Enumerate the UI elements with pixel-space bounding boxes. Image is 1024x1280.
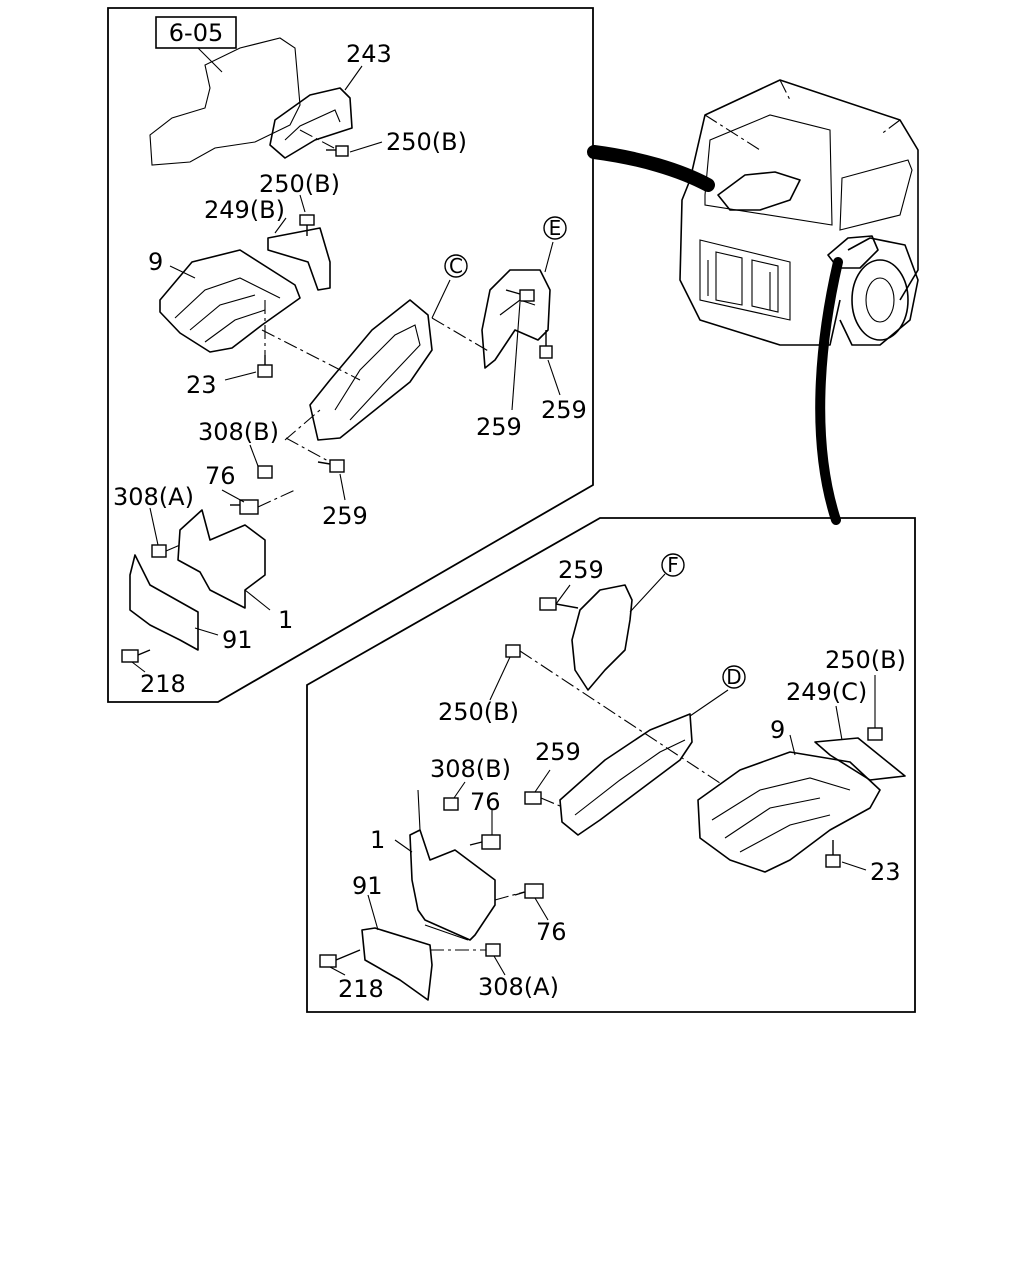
plate-91-upper — [129, 554, 199, 651]
label-218-lower: 218 — [338, 975, 384, 1003]
label-259-upper-3: 259 — [322, 502, 368, 530]
bolt-218-upper — [121, 649, 151, 663]
bracket-1-upper — [177, 509, 266, 609]
label-218-upper: 218 — [140, 670, 186, 698]
truck-cab-illustration — [679, 79, 919, 346]
bolt-23-upper — [257, 355, 273, 378]
plate-249b — [267, 227, 331, 291]
section-ref-label: 6-05 — [169, 19, 223, 47]
connector-arrow-lower — [815, 257, 843, 525]
label-250b-lower-right: 250(B) — [825, 646, 906, 674]
label-76-upper: 76 — [205, 462, 236, 490]
label-250b-lower-left: 250(B) — [438, 698, 519, 726]
svg-text:C: C — [449, 254, 463, 278]
label-308b-upper: 308(B) — [198, 418, 279, 446]
bolt-250b-upper-right — [326, 145, 349, 157]
label-1-lower: 1 — [370, 826, 385, 854]
bolt-308b-lower — [443, 797, 459, 811]
bracket-1-lower — [409, 829, 496, 941]
label-23-upper: 23 — [186, 371, 217, 399]
lower-frame — [306, 517, 916, 1013]
label-9-lower: 9 — [770, 716, 785, 744]
label-249b: 249(B) — [204, 196, 285, 224]
label-91-lower: 91 — [352, 872, 383, 900]
bolt-76-lower-1 — [469, 834, 501, 850]
label-259-upper-2: 259 — [476, 413, 522, 441]
label-76-lower-2: 76 — [536, 918, 567, 946]
bolt-259-upper-2 — [505, 289, 535, 302]
circle-ref-f-lower[interactable]: F — [661, 553, 685, 577]
bolt-76-lower-2 — [514, 883, 544, 899]
plate-91-lower — [361, 927, 433, 1001]
label-249c: 249(C) — [786, 678, 867, 706]
label-76-lower-1: 76 — [470, 788, 501, 816]
section-ref-box[interactable]: 6-05 — [155, 16, 237, 49]
bolt-308b-upper — [257, 465, 273, 479]
bolt-250b-lower-left — [505, 644, 521, 658]
label-1-upper: 1 — [278, 606, 293, 634]
label-23-lower: 23 — [870, 858, 901, 886]
label-308a-upper: 308(A) — [113, 483, 194, 511]
svg-text:E: E — [549, 216, 562, 240]
upper-frame — [107, 7, 594, 703]
bolt-259-upper-1 — [539, 330, 553, 359]
svg-text:D: D — [726, 665, 741, 689]
cover-9-upper — [159, 249, 301, 353]
bolt-218-lower — [319, 949, 361, 968]
cover-9-lower — [697, 751, 881, 873]
svg-text:F: F — [667, 553, 679, 577]
circle-ref-d-lower[interactable]: D — [722, 665, 746, 689]
bracket-d-lower — [559, 713, 693, 836]
label-259-lower-2: 259 — [535, 738, 581, 766]
circle-ref-e-upper[interactable]: E — [543, 216, 567, 240]
bolt-23-lower — [825, 840, 841, 868]
bolt-250b-upper-left — [299, 214, 315, 236]
circle-ref-c-upper[interactable]: C — [444, 254, 468, 278]
label-243: 243 — [346, 40, 392, 68]
label-308a-lower: 308(A) — [478, 973, 559, 1001]
connector-arrow-upper — [587, 145, 715, 192]
bolt-250b-lower-right — [867, 727, 883, 741]
lower-view: F D 259 250(B) 249(C) 250(B) 9 259 308(B… — [306, 517, 916, 1013]
bracket-243 — [269, 87, 353, 159]
label-250b-upper-right: 250(B) — [386, 128, 467, 156]
label-9-upper: 9 — [148, 248, 163, 276]
label-259-lower-1: 259 — [558, 556, 604, 584]
bolt-76-upper — [230, 499, 259, 515]
label-308b-lower: 308(B) — [430, 755, 511, 783]
label-91-upper: 91 — [222, 626, 253, 654]
bracket-c-upper — [309, 299, 433, 441]
bolt-308a-lower — [485, 943, 501, 957]
upper-view: 6-05 — [107, 7, 594, 703]
label-259-upper-1: 259 — [541, 396, 587, 424]
bolt-308a-upper — [151, 544, 167, 558]
label-250b-upper-left: 250(B) — [259, 170, 340, 198]
bolt-259-lower-2 — [524, 791, 542, 805]
ghost-cover-part — [149, 37, 301, 166]
bracket-e-upper — [481, 269, 551, 369]
plate-249c — [814, 737, 906, 781]
bracket-f-lower — [571, 584, 633, 691]
bolt-259-upper-3 — [317, 459, 345, 473]
